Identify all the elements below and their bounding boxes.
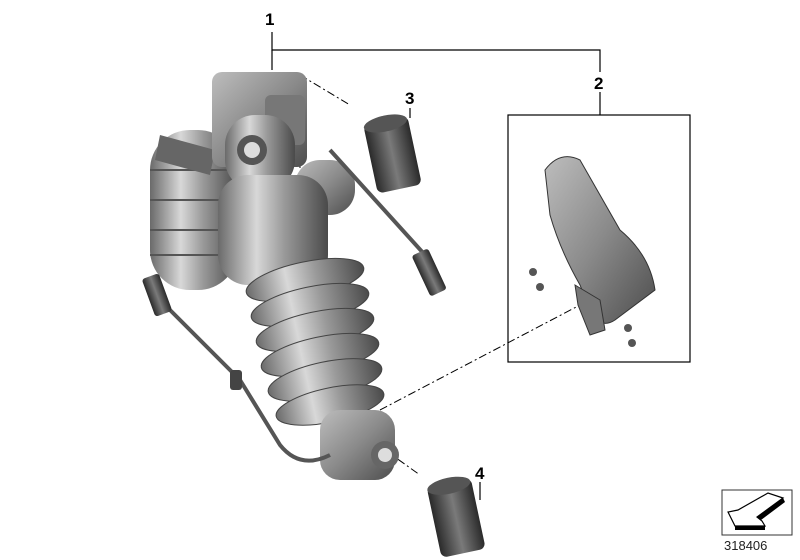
sensor-cable-right [328,148,427,257]
kit-frame [507,114,691,363]
sensor-cable-left [158,298,331,463]
diagram-number: 318406 [724,538,768,553]
connector-left [142,273,242,390]
spring [245,257,385,426]
callout-1[interactable]: 1 [265,10,275,29]
callout-4[interactable]: 4 [475,464,485,483]
bolt-4 [427,476,485,557]
splash-guard [529,156,656,347]
leader-lines [271,32,601,500]
connector-right [412,249,446,296]
orientation-arrow-icon [721,489,793,536]
callout-2[interactable]: 2 [594,74,604,93]
callout-3[interactable]: 3 [405,89,415,108]
damper-body [218,175,328,285]
lower-eye [320,410,399,480]
bolt-3 [363,114,421,193]
reservoir [150,130,238,290]
